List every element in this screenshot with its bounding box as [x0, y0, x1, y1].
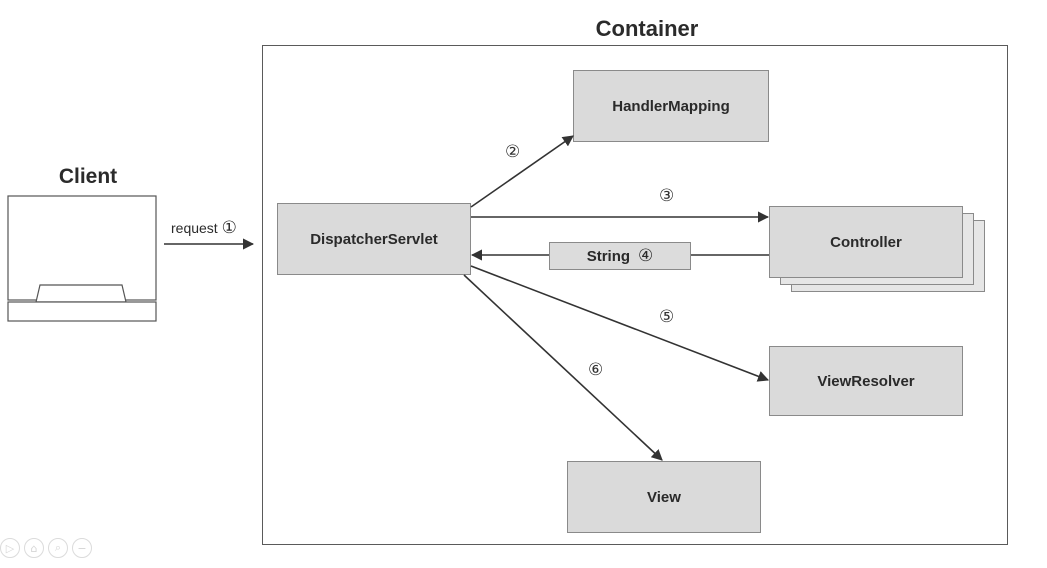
- handler-mapping-label: HandlerMapping: [612, 97, 730, 115]
- client-computer-icon: [7, 195, 157, 322]
- dispatcher-servlet-box: DispatcherServlet: [277, 203, 471, 275]
- viewer-controls: ▷ ⌂ ⌕ −: [0, 538, 92, 560]
- play-icon[interactable]: ▷: [0, 538, 20, 558]
- client-title: Client: [58, 165, 118, 188]
- step-1-label: ①: [221, 218, 237, 238]
- step-4-label: ④: [638, 246, 654, 265]
- home-icon[interactable]: ⌂: [24, 538, 44, 558]
- container-title: Container: [572, 14, 722, 44]
- handler-mapping-box: HandlerMapping: [573, 70, 769, 142]
- arrow-to-handler-mapping: [470, 135, 574, 208]
- string-return-box: String ④: [549, 242, 691, 270]
- view-box: View: [567, 461, 761, 533]
- view-label: View: [647, 488, 681, 506]
- container-boundary: [262, 45, 1008, 545]
- request-label: request ①: [171, 218, 237, 238]
- view-resolver-box: ViewResolver: [769, 346, 963, 416]
- controller-label: Controller: [830, 233, 902, 251]
- step-3-label: ③: [659, 186, 675, 206]
- view-resolver-label: ViewResolver: [817, 372, 915, 390]
- arrow-to-view: [463, 274, 663, 461]
- controller-box: Controller: [769, 206, 963, 278]
- string-label: String: [586, 247, 631, 265]
- step-6-label: ⑥: [588, 360, 604, 380]
- zoom-icon[interactable]: ⌕: [48, 538, 68, 558]
- dispatcher-servlet-label: DispatcherServlet: [310, 230, 438, 248]
- step-5-label: ⑤: [659, 307, 675, 327]
- step-2-label: ②: [505, 142, 521, 162]
- minus-icon[interactable]: −: [72, 538, 92, 558]
- arrow-to-view-resolver: [470, 265, 770, 382]
